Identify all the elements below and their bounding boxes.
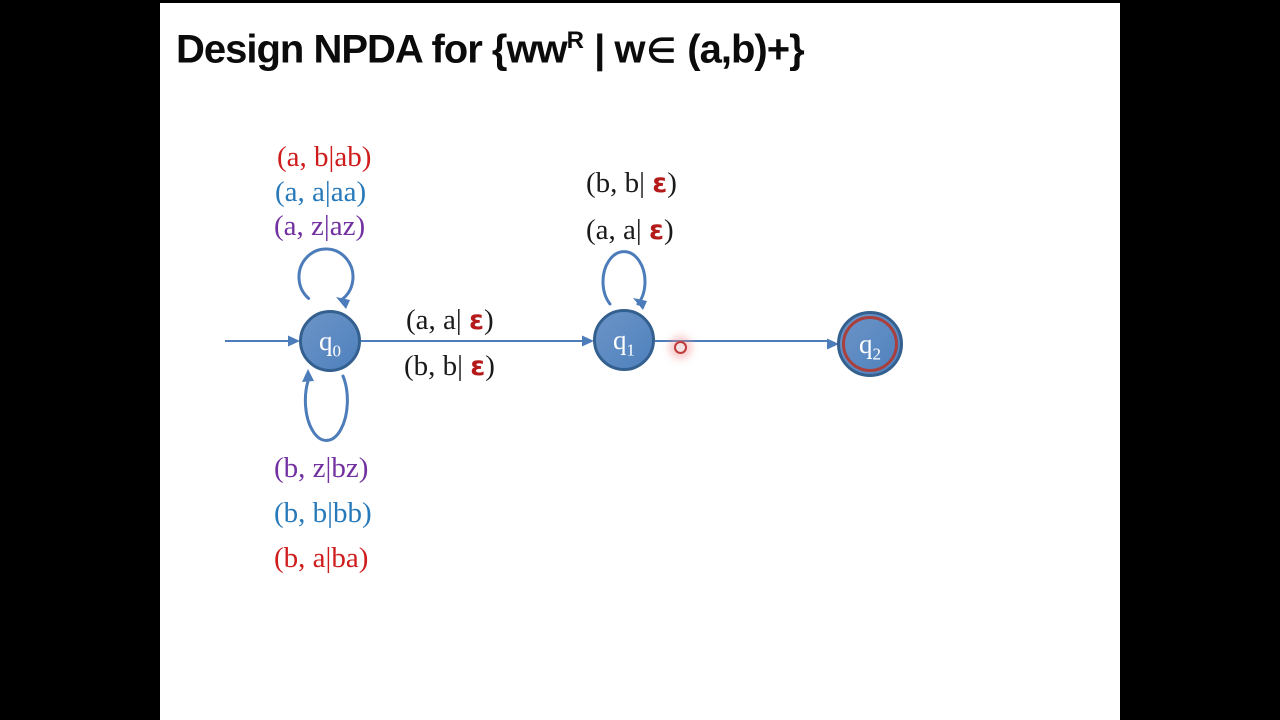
arrowhead-q0-bottom-loop-icon [302,369,314,382]
title-text-post: (a,b)+} [677,27,804,72]
slide: Design NPDA for {wwR | w∈ (a,b)+} q0 q1 … [160,3,1120,720]
transition-arrows [225,247,839,442]
state-q2-label: q2 [859,328,881,363]
transition-label-q0-top-1: (a, b|ab) [277,141,372,173]
epsilon-symbol: ε [648,215,664,246]
epsilon-symbol: ε [652,168,668,199]
state-q0-label: q0 [319,325,341,360]
state-q0: q0 [299,310,361,372]
epsilon-symbol: ε [470,351,486,382]
arrowhead-q0-q1-icon [582,335,594,347]
transition-label-q0-bottom-2: (b, b|bb) [274,497,372,529]
transition-label-q1-loop-b: (b, b| ε) [586,167,677,199]
transition-label-q0q1-a: (a, a| ε) [406,304,494,336]
laser-pointer-dot [674,341,687,354]
arrowhead-q1-loop-icon [633,298,647,310]
state-q1-label: q1 [613,324,635,359]
transition-label-q0-top-3: (a, z|az) [274,210,366,242]
transition-label-q0-bottom-3: (b, a|ba) [274,542,369,574]
epsilon-symbol: ε [468,305,484,336]
transition-label-q0-top-2: (a, a|aa) [275,176,367,208]
state-q2-accepting: q2 [837,311,903,377]
title-superscript-r: R [566,27,585,54]
transition-label-q0-bottom-1: (b, z|bz) [274,452,369,484]
transition-label-q1-loop-a: (a, a| ε) [586,214,674,246]
loop-q0-bottom [303,374,349,442]
arrowhead-q0-top-loop-icon [336,297,350,309]
loop-q1 [601,250,647,306]
initial-arrowhead-icon [288,335,300,347]
loop-q0-top [297,247,355,302]
transition-label-q0q1-b: (b, b| ε) [404,350,495,382]
title-text-mid: | w [584,27,645,72]
state-q1: q1 [593,309,655,371]
element-of-symbol: ∈ [646,32,677,71]
slide-title: Design NPDA for {wwR | w∈ (a,b)+} [176,27,805,72]
arrowhead-q1-q2-icon [827,338,839,350]
title-text-pre: Design NPDA for {ww [176,27,568,72]
